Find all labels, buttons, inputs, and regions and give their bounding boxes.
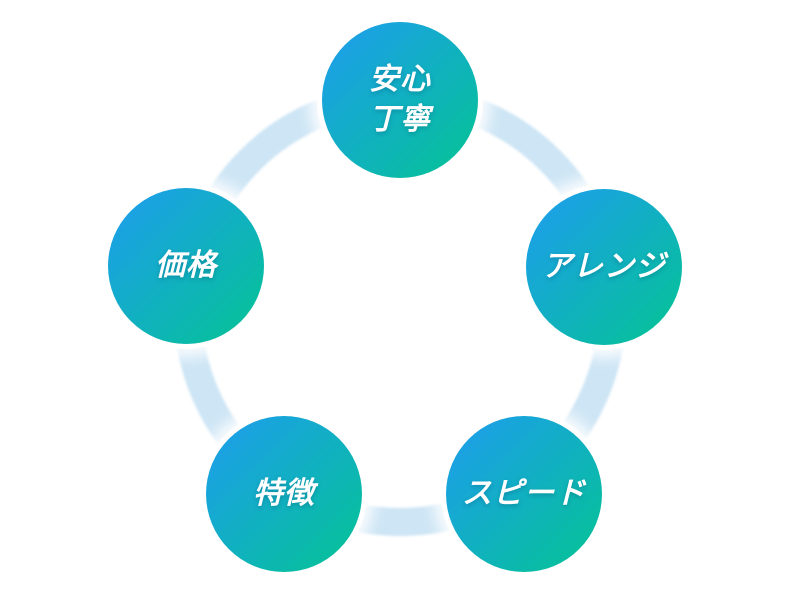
node-price-label: 価格 [155, 249, 217, 283]
node-safe-polite: 安心 丁寧 [322, 22, 478, 178]
node-speed-label: スピード [462, 477, 586, 511]
node-features-label: 特徴 [253, 477, 315, 511]
node-arrange: アレンジ [526, 189, 682, 345]
node-price: 価格 [108, 188, 264, 344]
node-features: 特徴 [206, 416, 362, 572]
node-safe-polite-label: 安心 丁寧 [369, 63, 431, 136]
node-arrange-label: アレンジ [542, 250, 666, 284]
node-speed: スピード [446, 416, 602, 572]
